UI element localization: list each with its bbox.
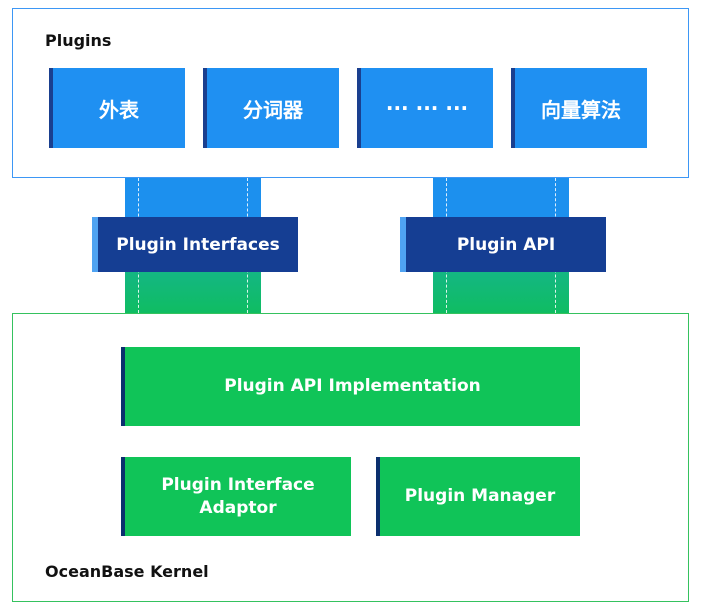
plugins-section-label: Plugins (45, 31, 112, 50)
plugin-interfaces-bar[interactable]: Plugin Interfaces (92, 217, 298, 272)
plugin-item-vector-algorithm[interactable]: 向量算法 (511, 68, 647, 148)
plugin-item-external-table[interactable]: 外表 (49, 68, 185, 148)
plugin-interface-adaptor-box[interactable]: Plugin Interface Adaptor (121, 457, 351, 536)
plugin-item-tokenizer[interactable]: 分词器 (203, 68, 339, 148)
plugin-manager-box[interactable]: Plugin Manager (376, 457, 580, 536)
adaptor-label-line2: Adaptor (199, 497, 277, 518)
kernel-section-label: OceanBase Kernel (45, 562, 209, 581)
plugin-api-bar[interactable]: Plugin API (400, 217, 606, 272)
plugin-item-more[interactable]: ··· ··· ··· (357, 68, 493, 148)
plugin-api-implementation-box[interactable]: Plugin API Implementation (121, 347, 580, 426)
adaptor-label-line1: Plugin Interface (161, 474, 315, 495)
